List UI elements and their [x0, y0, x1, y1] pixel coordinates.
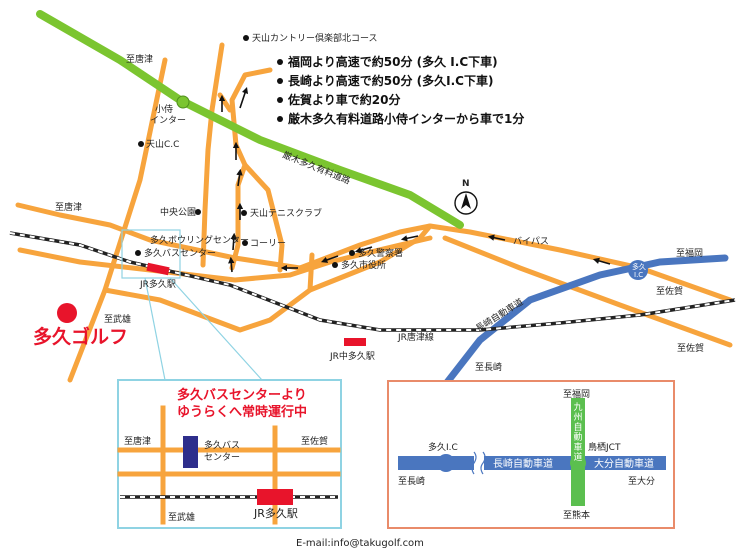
road-bottom-loop	[102, 223, 433, 333]
road-north-loop	[229, 67, 273, 271]
compass-needle-icon	[461, 193, 471, 209]
inset-bus-center-line2: センター	[204, 452, 240, 463]
inset-highway: 至福岡 九州自動車道 多久I.C 鳥栖JCT 長崎自動車道 大分自動車道 至長崎…	[387, 380, 675, 529]
inset-hw-dir-kumamoto: 至熊本	[563, 509, 590, 521]
road-bypass	[427, 223, 733, 303]
label-jr-naka-taku: JR中多久駅	[329, 350, 375, 362]
note-fukuoka: 福岡より高速で約50分 (多久 I.C下車)	[287, 54, 498, 69]
kojamurai-ic-marker	[176, 95, 190, 109]
inset-bus: 多久バスセンターより ゆうらくへ常時運行中 至唐津 至佐賀 至武雄 多久バス セ…	[117, 379, 342, 529]
inset-bus-dir-takeo: 至武雄	[168, 511, 195, 523]
taku-ic-line1: 多久	[632, 262, 646, 271]
label-city-hall: 多久市役所	[341, 259, 386, 271]
jr-taku-station-marker	[146, 262, 170, 276]
inset-hw-dir-nagasaki: 至長崎	[398, 475, 425, 487]
inset-taku-ic-marker	[437, 454, 455, 472]
label-bus-center: 多久バスセンター	[144, 247, 216, 259]
inset-bus-station-label: JR多久駅	[253, 506, 298, 520]
railway	[9, 231, 736, 332]
inset-hw-tosu-jct: 鳥栖JCT	[588, 441, 621, 453]
toll-road-line	[36, 10, 464, 229]
inset-bus-title-2: ゆうらくへ常時運行中	[177, 404, 307, 420]
inset-bus-dir-saga: 至佐賀	[301, 435, 328, 447]
taku-ic-marker	[628, 260, 648, 280]
dir-saga-2: 至佐賀	[677, 342, 704, 354]
vertical-char: 車	[573, 441, 582, 453]
jr-naka-taku-station-marker	[344, 338, 366, 346]
road-link	[307, 252, 315, 293]
inset-bus-center-label: 多久バス センター	[204, 439, 243, 463]
vertical-char: 州	[573, 412, 582, 423]
brand-name: 多久ゴルフ	[33, 325, 128, 348]
vertical-char: 動	[573, 432, 582, 443]
label-taku-ic: 多久 I.C	[632, 262, 648, 279]
inset-hw-nagasaki-expressway: 長崎自動車道	[493, 457, 553, 470]
road-inner-loop	[242, 162, 285, 273]
label-tennis-club: 天山テニスクラブ	[250, 207, 322, 219]
label-tenzan-cc: 天山C.C	[146, 139, 179, 150]
inset-hw-taku-ic: 多久I.C	[428, 441, 458, 453]
inset-hw-dir-fukuoka: 至福岡	[563, 388, 590, 400]
compass-label: N	[462, 179, 470, 189]
note-nagasaki: 長崎より高速で約50分 (多久I.C下車)	[288, 73, 493, 88]
road-network	[15, 42, 733, 383]
label-jr-karatsu-line: JR唐津線	[397, 331, 434, 343]
note-toll: 厳木多久有料道路小侍インターから車で1分	[288, 111, 524, 126]
road-north-1	[200, 42, 225, 268]
kojamurai-ic-line2: インター	[150, 115, 186, 126]
landmark-dots	[135, 35, 355, 268]
contact-email: E-mail:info@takugolf.com	[296, 538, 424, 549]
compass: N	[454, 179, 478, 215]
dir-saga-1: 至佐賀	[656, 285, 683, 297]
inset-hw-dir-oita: 至大分	[628, 475, 655, 487]
taku-ic-line2: I.C	[634, 271, 643, 279]
dir-nagasaki: 至長崎	[475, 361, 502, 373]
vertical-char: 九	[573, 402, 582, 413]
road-cross-upper	[15, 202, 433, 271]
inset-tosu-jct-marker	[570, 455, 586, 471]
road-cross-lower	[17, 235, 433, 283]
inset-bus-center-marker	[183, 436, 198, 468]
route-arrows	[218, 86, 611, 273]
expressway-line	[441, 254, 729, 389]
dir-fukuoka: 至福岡	[676, 247, 703, 259]
dir-karatsu-left: 至唐津	[55, 201, 82, 213]
label-bypass: バイパス	[513, 236, 549, 247]
bus-center-highlight	[121, 229, 181, 279]
vertical-char: 自	[573, 421, 582, 433]
label-chuo-park: 中央公園	[160, 206, 196, 218]
note-bullets	[277, 59, 283, 122]
inset-bus-station-marker	[257, 489, 293, 505]
inset-bus-title-1: 多久バスセンターより	[177, 387, 307, 403]
label-jr-taku: JR多久駅	[139, 278, 176, 290]
label-bowling: 多久ボウリングセンター	[150, 234, 249, 246]
label-tenzan-cc-north: 天山カントリー倶楽部北コース	[252, 32, 378, 44]
dir-karatsu-top: 至唐津	[126, 53, 153, 65]
label-corey: コーリー	[250, 239, 286, 249]
inset-bus-center-line1: 多久バス	[204, 439, 240, 451]
label-kojamurai-ic: 小侍 インター	[150, 104, 186, 126]
vertical-char: 道	[573, 451, 582, 463]
inset-bus-dir-karatsu: 至唐津	[124, 435, 151, 447]
kojamurai-ic-line1: 小侍	[155, 104, 173, 115]
note-saga: 佐賀より車で約20分	[287, 92, 400, 107]
inset-hw-kyushu: 九州自動車道	[573, 402, 582, 463]
dir-takeo: 至武雄	[104, 313, 131, 325]
golf-course-marker	[57, 303, 77, 323]
label-police: 多久警察署	[358, 247, 403, 259]
inset-hw-oita-expressway: 大分自動車道	[594, 457, 654, 470]
